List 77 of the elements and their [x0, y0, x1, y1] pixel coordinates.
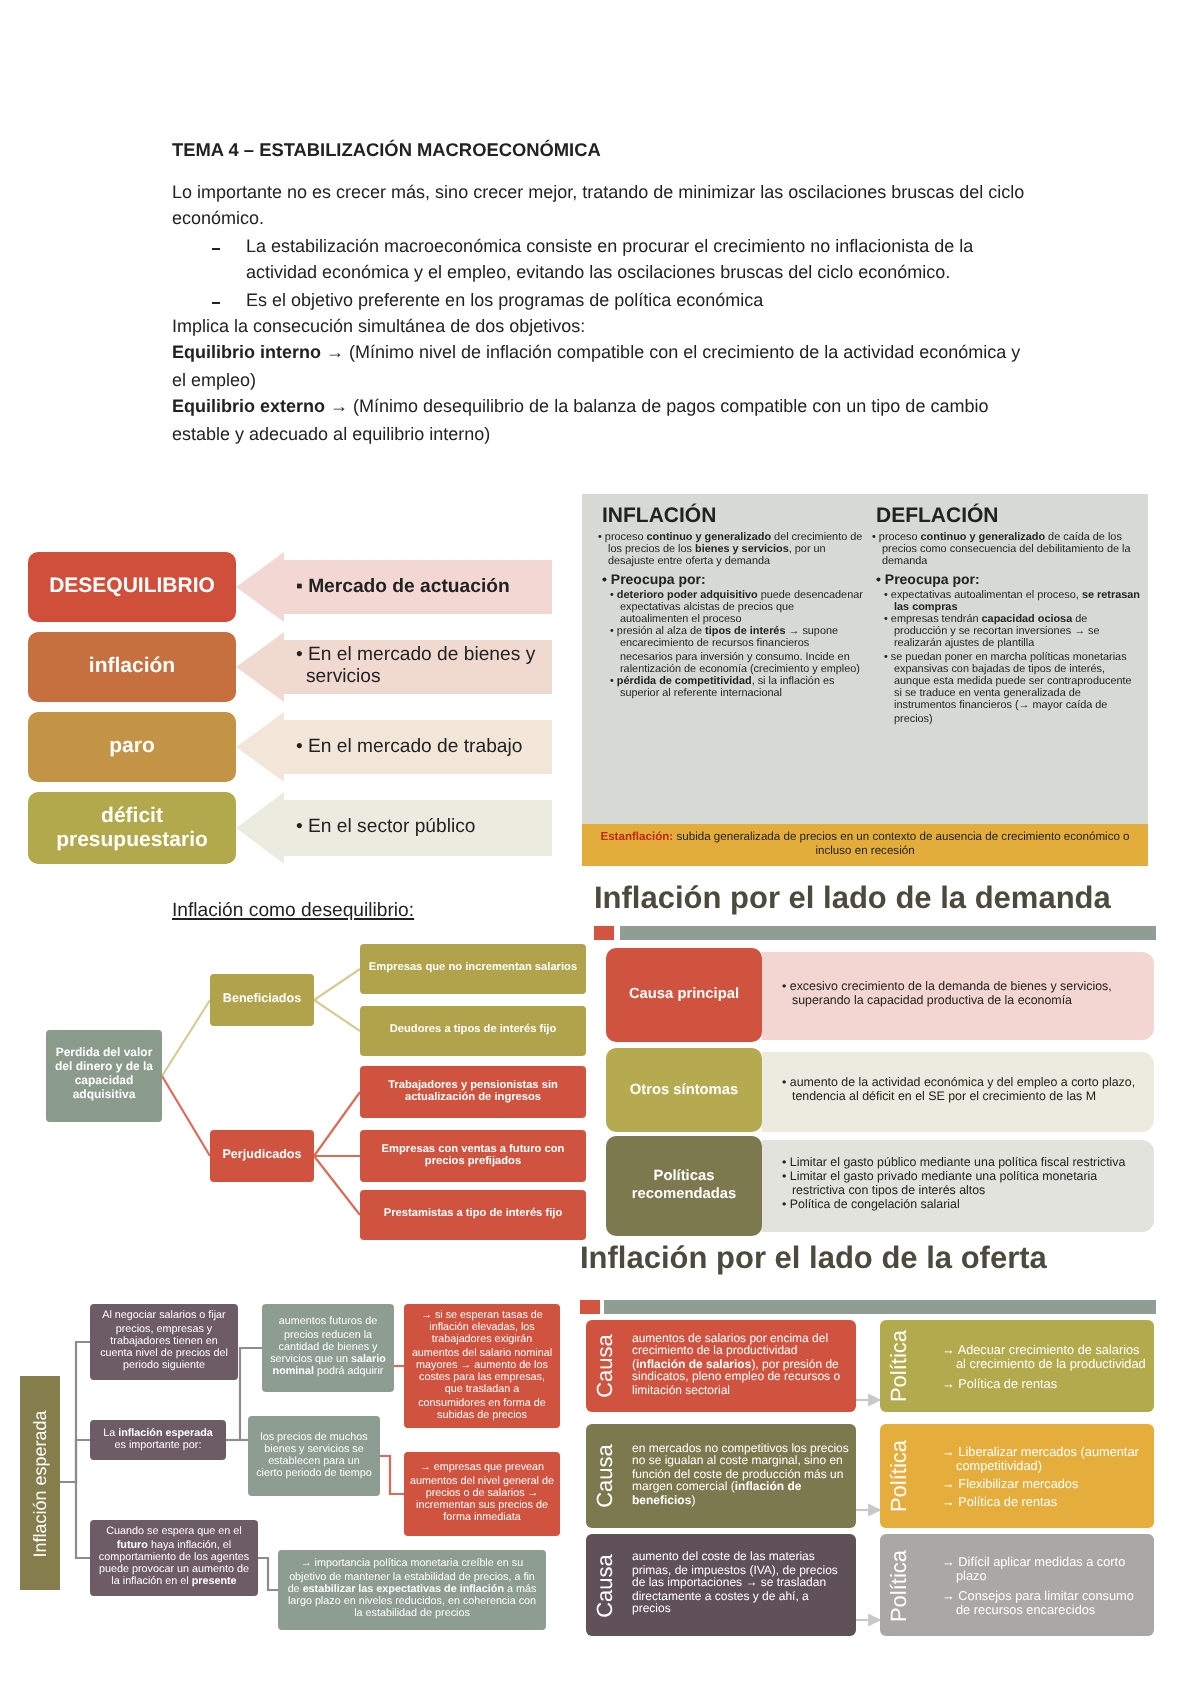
arrow-banner — [236, 792, 552, 864]
side-heading: Política — [888, 1327, 912, 1407]
list-item: La estabilización macroeconómica consiste en procurar el crecimiento no inflacionista de la actividad económica y el empleo, evitando las oscilaciones bruscas del ciclo económico. — [172, 233, 1036, 288]
connector-line — [314, 1154, 360, 1158]
category-box — [606, 1136, 762, 1236]
bullet-item: • En el mercado de bienes y servicios — [296, 646, 538, 690]
bullet-item: ▪ Mercado de actuación — [296, 577, 512, 599]
concept-box — [210, 1130, 314, 1182]
connector-line — [258, 1556, 278, 1592]
concept-box — [360, 1190, 586, 1240]
text-box — [90, 1420, 226, 1460]
box-label: paro — [109, 734, 155, 760]
connector-line — [226, 1438, 248, 1442]
connector-line — [60, 1480, 90, 1560]
side-heading: Política — [888, 1546, 912, 1626]
connector-line — [856, 1503, 882, 1517]
category-box — [28, 552, 236, 622]
side-heading: Causa — [594, 1442, 618, 1512]
box-label: déficit presupuestario — [54, 803, 210, 853]
connector-line — [380, 1454, 404, 1496]
text-panel — [762, 952, 1154, 1040]
section-heading: Inflación por el lado de la demanda — [594, 882, 1111, 918]
cause-box — [586, 1320, 856, 1412]
category-box — [20, 1376, 60, 1590]
policy-box — [880, 1534, 1154, 1636]
paragraph: Implica la consecución simultánea de dos objetivos: — [172, 314, 588, 341]
side-heading: Causa — [594, 1551, 618, 1621]
panel — [582, 494, 1148, 866]
connector-line — [394, 1364, 404, 1368]
concept-box — [210, 974, 314, 1026]
side-heading: Causa — [594, 1332, 618, 1402]
connector-line — [313, 1091, 361, 1157]
concept-box — [360, 1066, 586, 1118]
paragraph: Lo importante no es crecer más, sino crecer mejor, tratando de minimizar las oscilaciones bruscas del ciclo económico. — [172, 180, 1027, 233]
paragraph: Equilibrio interno → (Mínimo nivel de inflación compatible con el crecimiento de la actividad económica y el empleo) — [172, 340, 1023, 394]
category-box — [28, 632, 236, 702]
arrow-banner — [236, 712, 552, 782]
connector-line — [313, 968, 361, 1001]
connector-line — [313, 999, 361, 1032]
policy-box — [880, 1424, 1154, 1528]
box-label: Inflación esperada — [30, 1409, 50, 1557]
section-heading: Inflación como desequilibrio: — [172, 900, 415, 922]
arrow-banner — [236, 632, 552, 702]
bullet-item: • En el mercado de trabajo — [296, 737, 525, 759]
paragraph: Equilibrio externo → (Mínimo desequilibrio de la balanza de pagos compatible con un tipo de cambio estable y adecuado al equilibrio interno) — [172, 396, 989, 444]
heading: INFLACIÓN — [602, 504, 719, 528]
list-item: Es el objetivo preferente en los programas de política económica — [172, 287, 1036, 315]
box-label: inflación — [88, 654, 176, 680]
side-heading: Política — [888, 1437, 912, 1517]
category-box — [606, 1048, 762, 1132]
note-band — [582, 824, 1148, 866]
policy-box — [880, 1320, 1154, 1412]
concept-box — [46, 1030, 162, 1122]
title: TEMA 4 – ESTABILIZACIÓN MACROECONÓMICA — [172, 140, 601, 160]
text-panel — [762, 1052, 1154, 1132]
category-box — [28, 712, 236, 782]
text-panel — [762, 1140, 1154, 1232]
connector-line — [313, 1155, 361, 1216]
heading: DEFLACIÓN — [876, 504, 1001, 528]
box-label: DESEQUILIBRIO — [49, 574, 215, 600]
category-box — [28, 792, 236, 864]
concept-box — [360, 1006, 586, 1056]
connector-line — [161, 1075, 211, 1157]
section-heading: Inflación por el lado de la oferta — [580, 1242, 1047, 1278]
connector-line — [856, 1613, 882, 1627]
connector-line — [856, 1393, 882, 1407]
category-box — [606, 948, 762, 1042]
text-box — [262, 1304, 394, 1392]
concept-box — [360, 944, 586, 994]
connector-line — [161, 999, 211, 1077]
cause-box — [586, 1424, 856, 1528]
concept-box — [360, 1130, 586, 1182]
text-box — [248, 1416, 380, 1496]
bullet-item: • En el sector público — [296, 818, 478, 840]
arrow-banner — [236, 552, 552, 622]
cause-box — [586, 1534, 856, 1636]
text-box — [404, 1452, 560, 1536]
